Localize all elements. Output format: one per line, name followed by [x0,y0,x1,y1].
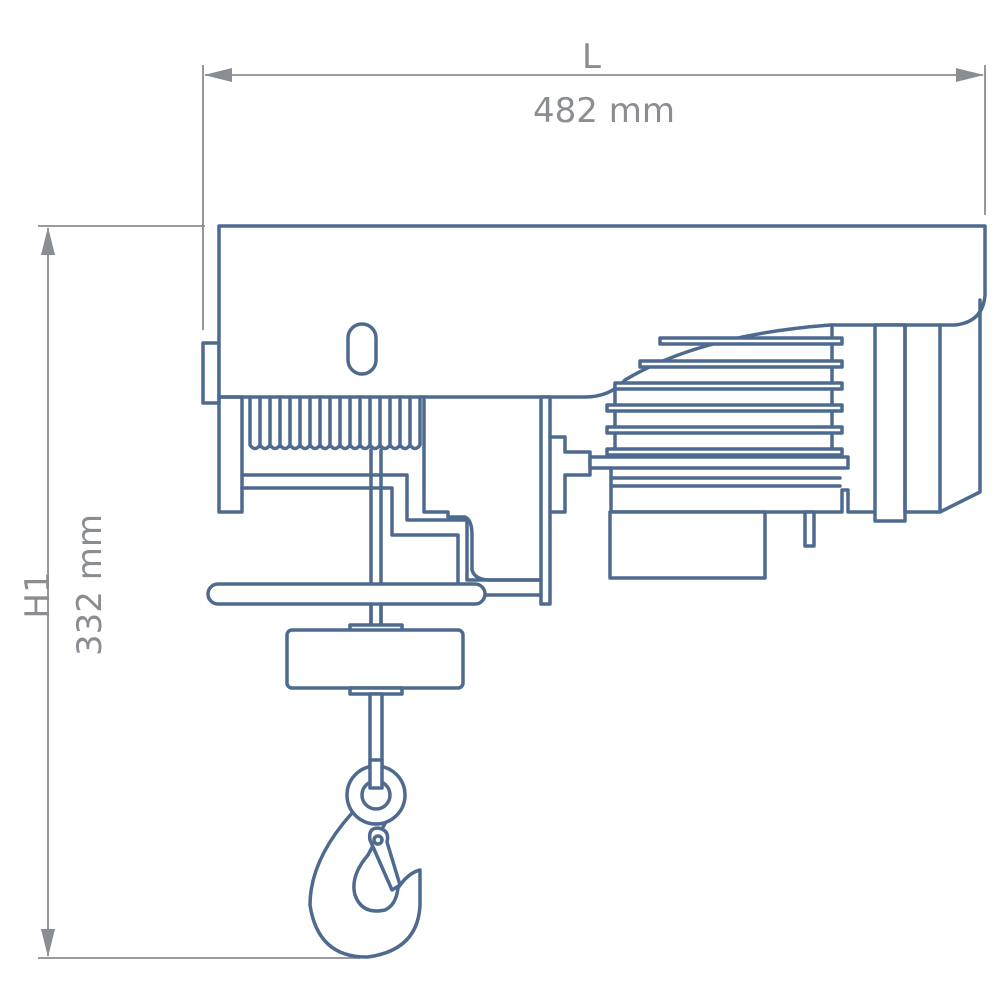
gearbox [608,510,767,580]
rope-drum [206,395,592,629]
height-symbol: H1 [18,571,58,619]
lever-bar [206,582,487,606]
length-value: 482 mm [533,91,675,131]
height-value: 332 mm [70,514,110,656]
mounting-slot [346,322,378,376]
motor [588,298,982,580]
length-dimension-line [202,65,986,330]
height-dimension-line [38,225,360,959]
length-symbol: L [582,37,601,77]
hook [308,758,422,959]
hoist-housing [201,224,987,405]
